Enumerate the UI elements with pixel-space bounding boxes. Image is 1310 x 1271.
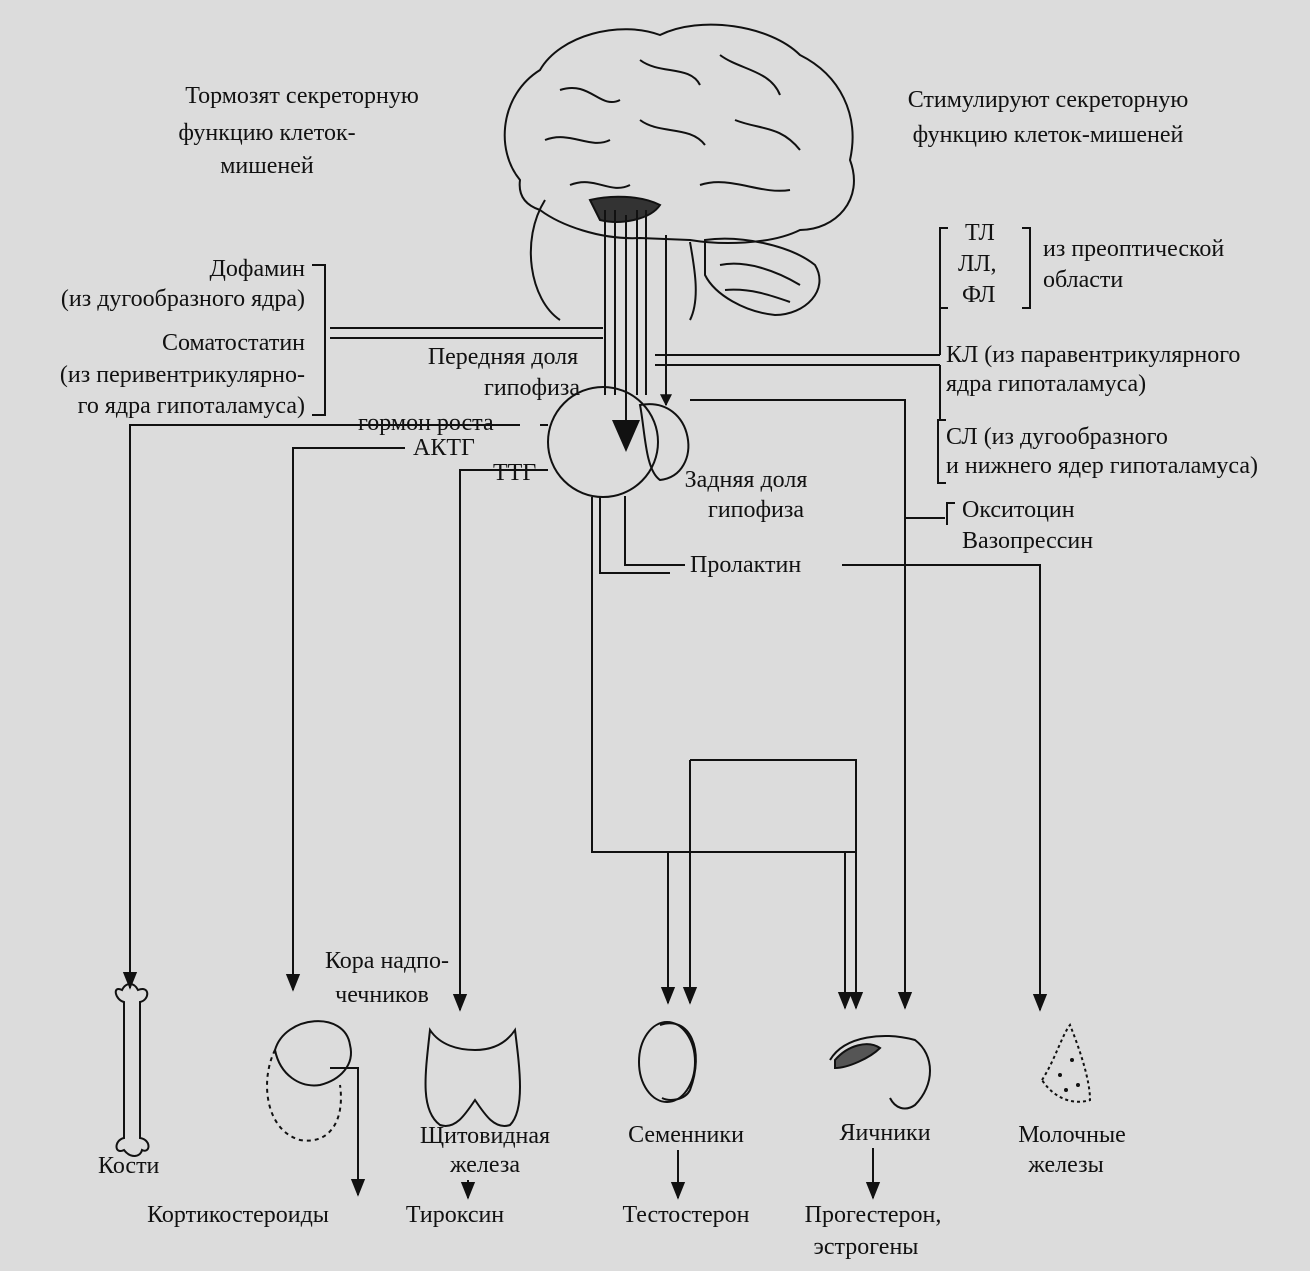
hypothalamic-tracts (604, 210, 672, 420)
thyroid-label-1: Щитовидная (420, 1123, 550, 1149)
thyroid-label-2: железа (449, 1152, 520, 1178)
growth-hormone-label: гормон роста (358, 410, 494, 436)
preoptic-label-2: области (1043, 267, 1123, 293)
ll-label: ЛЛ, (958, 251, 997, 277)
growth-hormone-path (122, 424, 548, 990)
tl-right-bracket (1022, 227, 1031, 309)
thyroid-icon (424, 1027, 521, 1127)
prolactin-label: Пролактин (690, 552, 801, 578)
tl-label: ТЛ (965, 220, 995, 246)
bone-icon (114, 983, 150, 1157)
somatostatin-label: Соматостатин (162, 330, 305, 356)
oxytocin-label: Окситоцин (962, 497, 1075, 523)
adrenal-label-2: чечников (335, 982, 429, 1008)
anterior-lobe-label-2: гипофиза (484, 375, 580, 401)
left-bracket (312, 264, 326, 416)
testosterone-label: Тестостерон (622, 1202, 749, 1228)
brain-illustration (503, 23, 855, 321)
preoptic-label-1: из преоптической (1043, 236, 1224, 262)
bones-label: Кости (98, 1153, 160, 1179)
prolactin-path (624, 496, 1048, 1012)
stimulate-header-line-2: функцию клеток-мишеней (913, 122, 1184, 148)
sl-bracket (937, 419, 946, 484)
corticosteroids-label: Кортикостероиды (147, 1202, 329, 1228)
inhibit-header-line-2: функцию клеток- (178, 120, 355, 146)
ovary-output-label-2: эстрогены (814, 1234, 919, 1260)
posterior-lobe-label-1: Задняя доля (685, 467, 808, 493)
dopamine-label: Дофамин (210, 256, 306, 282)
anterior-lobe-label-1: Передняя доля (428, 344, 578, 370)
fl-label: ФЛ (962, 282, 995, 308)
mammary-label-1: Молочные (1018, 1122, 1125, 1148)
somatostatin-source-2: го ядра гипоталамуса) (78, 393, 305, 419)
inhibit-header-line-3: мишеней (220, 153, 314, 179)
posterior-bracket (946, 502, 955, 525)
posterior-output-line (690, 399, 945, 519)
ovary-icon (829, 1035, 931, 1110)
actg-path (285, 447, 405, 992)
corticosteroid-arrow (330, 1067, 366, 1197)
testes-label: Семенники (628, 1122, 744, 1148)
adrenal-label-1: Кора надпо- (325, 948, 449, 974)
posterior-pituitary-shape (638, 403, 690, 482)
ovary-output-label-1: Прогестерон, (805, 1202, 942, 1228)
thyroxine-label: Тироксин (406, 1202, 504, 1228)
anterior-pituitary-shape (547, 386, 659, 498)
portal-arrowhead (612, 420, 640, 452)
tl-left-bracket (939, 227, 948, 309)
ttg-path (452, 469, 548, 1012)
ovaries-label: Яичники (839, 1120, 930, 1146)
dopamine-source: (из дугообразного ядра) (61, 286, 305, 312)
sl-source: и нижнего ядер гипоталамуса) (946, 453, 1258, 479)
sl-label: СЛ (из дугообразного (946, 424, 1168, 450)
actg-label: АКТГ (413, 435, 475, 461)
posterior-lobe-label-2: гипофиза (708, 497, 804, 523)
kl-source: ядра гипоталамуса) (946, 371, 1146, 397)
testis-icon (638, 1021, 697, 1103)
ttg-label: ТТГ (493, 460, 536, 486)
inhibit-header-line-1: Тормозят секреторную (185, 83, 419, 109)
kl-label: КЛ (из паравентрикулярного (946, 342, 1240, 368)
pituitary-gland (547, 386, 690, 498)
mammary-label-2: железы (1027, 1152, 1103, 1178)
stimulate-header-line-1: Стимулируют секреторную (908, 87, 1189, 113)
gonadotropin-paths (591, 497, 913, 1010)
adrenal-icon (266, 1020, 352, 1142)
vasopressin-label: Вазопрессин (962, 528, 1093, 554)
mammary-gland-icon (1040, 1023, 1092, 1103)
somatostatin-source-1: (из перивентрикулярно- (60, 362, 305, 388)
